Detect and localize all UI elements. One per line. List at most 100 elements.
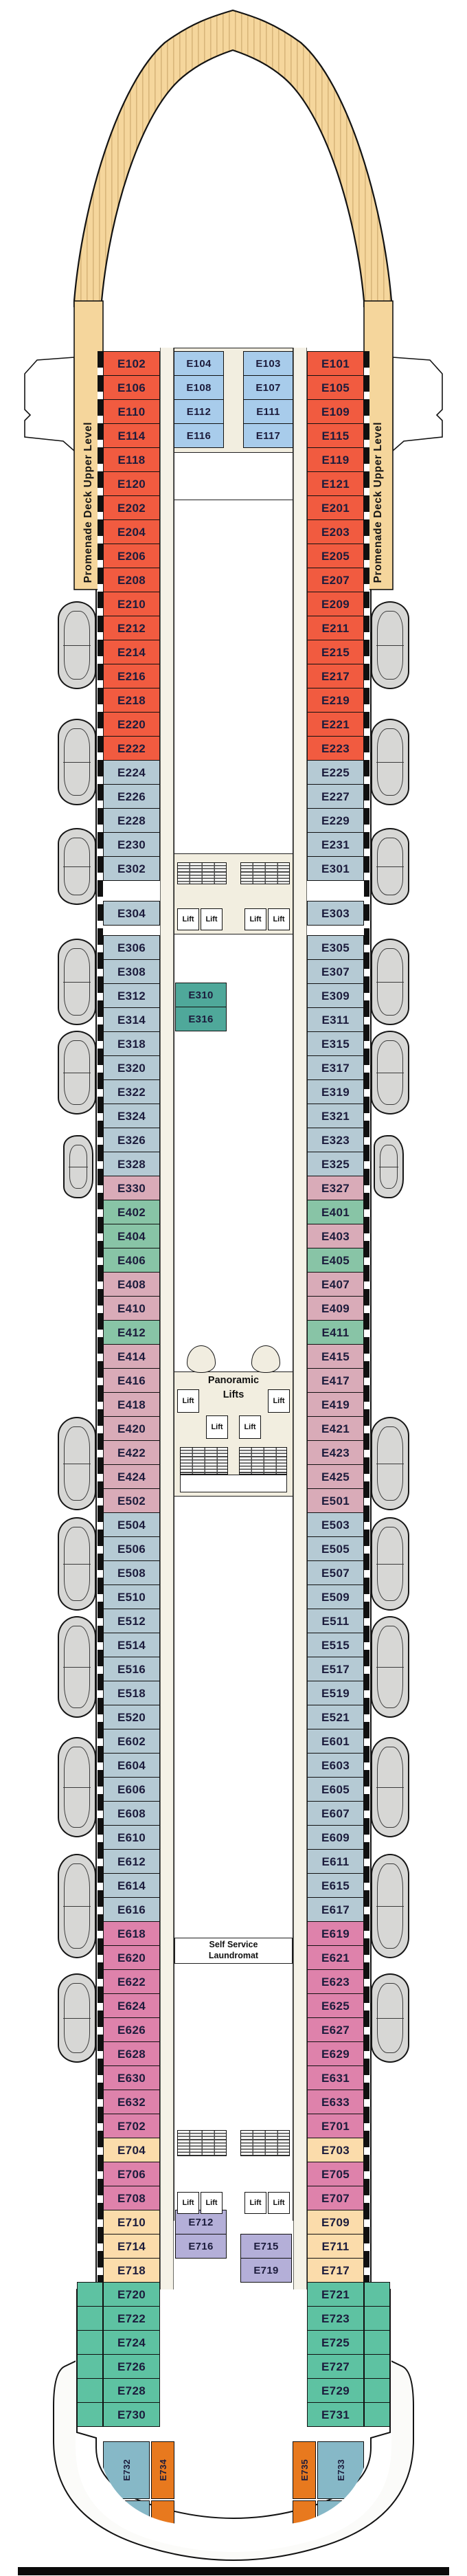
cabin-E519[interactable]: E519 — [307, 1681, 364, 1705]
cabin-E715[interactable]: E715 — [240, 2234, 292, 2259]
cabin-E502[interactable]: E502 — [103, 1488, 160, 1513]
cabin-E402[interactable]: E402 — [103, 1200, 160, 1224]
cabin-E631[interactable]: E631 — [307, 2065, 364, 2090]
cabin-E107[interactable]: E107 — [243, 375, 293, 400]
cabin-E709[interactable]: E709 — [307, 2210, 364, 2235]
cabin-E615[interactable]: E615 — [307, 1873, 364, 1898]
cabin-E415[interactable]: E415 — [307, 1344, 364, 1369]
cabin-E418[interactable]: E418 — [103, 1392, 160, 1417]
cabin-E111[interactable]: E111 — [243, 399, 293, 424]
cabin-E416[interactable]: E416 — [103, 1368, 160, 1393]
cabin-E732[interactable]: E732 — [103, 2441, 150, 2499]
cabin-E401[interactable]: E401 — [307, 1200, 364, 1224]
cabin-E424[interactable]: E424 — [103, 1464, 160, 1489]
cabin-E707[interactable]: E707 — [307, 2186, 364, 2210]
cabin-E425[interactable]: E425 — [307, 1464, 364, 1489]
cabin-E708[interactable]: E708 — [103, 2186, 160, 2210]
cabin-E301[interactable]: E301 — [307, 856, 364, 881]
cabin-E608[interactable]: E608 — [103, 1801, 160, 1826]
cabin-E607[interactable]: E607 — [307, 1801, 364, 1826]
cabin-E206[interactable]: E206 — [103, 544, 160, 568]
cabin-E420[interactable]: E420 — [103, 1416, 160, 1441]
cabin-E717[interactable]: E717 — [307, 2258, 364, 2283]
cabin-E307[interactable]: E307 — [307, 959, 364, 984]
cabin-E207[interactable]: E207 — [307, 568, 364, 592]
cabin-E628[interactable]: E628 — [103, 2041, 160, 2066]
cabin-E403[interactable]: E403 — [307, 1224, 364, 1248]
cabin-E419[interactable]: E419 — [307, 1392, 364, 1417]
cabin-E227[interactable]: E227 — [307, 784, 364, 809]
cabin-E228[interactable]: E228 — [103, 808, 160, 833]
cabin-E616[interactable]: E616 — [103, 1897, 160, 1922]
cabin-E718[interactable]: E718 — [103, 2258, 160, 2283]
cabin-E414[interactable]: E414 — [103, 1344, 160, 1369]
cabin-E324[interactable]: E324 — [103, 1104, 160, 1128]
cabin-E310[interactable]: E310 — [175, 983, 227, 1007]
cabin-E203[interactable]: E203 — [307, 519, 364, 544]
cabin-E315[interactable]: E315 — [307, 1031, 364, 1056]
cabin-E208[interactable]: E208 — [103, 568, 160, 592]
cabin-E627[interactable]: E627 — [307, 2017, 364, 2042]
cabin-E230[interactable]: E230 — [103, 832, 160, 857]
cabin-E205[interactable]: E205 — [307, 544, 364, 568]
cabin-E422[interactable]: E422 — [103, 1440, 160, 1465]
cabin-E117[interactable]: E117 — [243, 423, 293, 448]
cabin-E412[interactable]: E412 — [103, 1320, 160, 1345]
cabin-E202[interactable]: E202 — [103, 495, 160, 520]
cabin-E215[interactable]: E215 — [307, 640, 364, 664]
cabin-E712[interactable]: E712 — [175, 2210, 227, 2235]
cabin-E318[interactable]: E318 — [103, 1031, 160, 1056]
cabin-E108[interactable]: E108 — [174, 375, 224, 400]
cabin-E722[interactable]: E722 — [103, 2306, 160, 2331]
cabin-E223[interactable]: E223 — [307, 736, 364, 761]
cabin-E609[interactable]: E609 — [307, 1825, 364, 1850]
cabin-E116[interactable]: E116 — [174, 423, 224, 448]
cabin-E409[interactable]: E409 — [307, 1296, 364, 1321]
cabin-E328[interactable]: E328 — [103, 1152, 160, 1176]
cabin-E121[interactable]: E121 — [307, 471, 364, 496]
cabin-E730[interactable]: E730 — [103, 2402, 160, 2427]
cabin-E626[interactable]: E626 — [103, 2017, 160, 2042]
cabin-E623[interactable]: E623 — [307, 1969, 364, 1994]
cabin-E118[interactable]: E118 — [103, 447, 160, 472]
cabin-E106[interactable]: E106 — [103, 375, 160, 400]
cabin-E229[interactable]: E229 — [307, 808, 364, 833]
cabin-E201[interactable]: E201 — [307, 495, 364, 520]
cabin-E516[interactable]: E516 — [103, 1657, 160, 1681]
cabin-E601[interactable]: E601 — [307, 1729, 364, 1754]
cabin-E734[interactable]: E734 — [151, 2441, 174, 2499]
cabin-E710[interactable]: E710 — [103, 2210, 160, 2235]
cabin-E210[interactable]: E210 — [103, 592, 160, 616]
cabin-E503[interactable]: E503 — [307, 1512, 364, 1537]
cabin-E621[interactable]: E621 — [307, 1945, 364, 1970]
cabin-E314[interactable]: E314 — [103, 1007, 160, 1032]
cabin-E729[interactable]: E729 — [307, 2378, 364, 2403]
cabin-E508[interactable]: E508 — [103, 1560, 160, 1585]
cabin-E507[interactable]: E507 — [307, 1560, 364, 1585]
cabin-E211[interactable]: E211 — [307, 616, 364, 640]
cabin-E705[interactable]: E705 — [307, 2162, 364, 2186]
cabin-E704[interactable]: E704 — [103, 2138, 160, 2162]
cabin-E319[interactable]: E319 — [307, 1079, 364, 1104]
cabin-E629[interactable]: E629 — [307, 2041, 364, 2066]
cabin-E625[interactable]: E625 — [307, 1993, 364, 2018]
cabin-E612[interactable]: E612 — [103, 1849, 160, 1874]
cabin-E103[interactable]: E103 — [243, 351, 293, 376]
cabin-E219[interactable]: E219 — [307, 688, 364, 713]
cabin-E614[interactable]: E614 — [103, 1873, 160, 1898]
cabin-E222[interactable]: E222 — [103, 736, 160, 761]
cabin-E723[interactable]: E723 — [307, 2306, 364, 2331]
cabin-E101[interactable]: E101 — [307, 351, 364, 376]
cabin-E408[interactable]: E408 — [103, 1272, 160, 1297]
cabin-E603[interactable]: E603 — [307, 1753, 364, 1778]
cabin-E218[interactable]: E218 — [103, 688, 160, 713]
cabin-E506[interactable]: E506 — [103, 1536, 160, 1561]
cabin-E327[interactable]: E327 — [307, 1176, 364, 1200]
cabin-E226[interactable]: E226 — [103, 784, 160, 809]
cabin-E217[interactable]: E217 — [307, 664, 364, 688]
cabin-E221[interactable]: E221 — [307, 712, 364, 737]
cabin-E421[interactable]: E421 — [307, 1416, 364, 1441]
cabin-E308[interactable]: E308 — [103, 959, 160, 984]
cabin-E304[interactable]: E304 — [103, 901, 160, 926]
cabin-E727[interactable]: E727 — [307, 2354, 364, 2379]
